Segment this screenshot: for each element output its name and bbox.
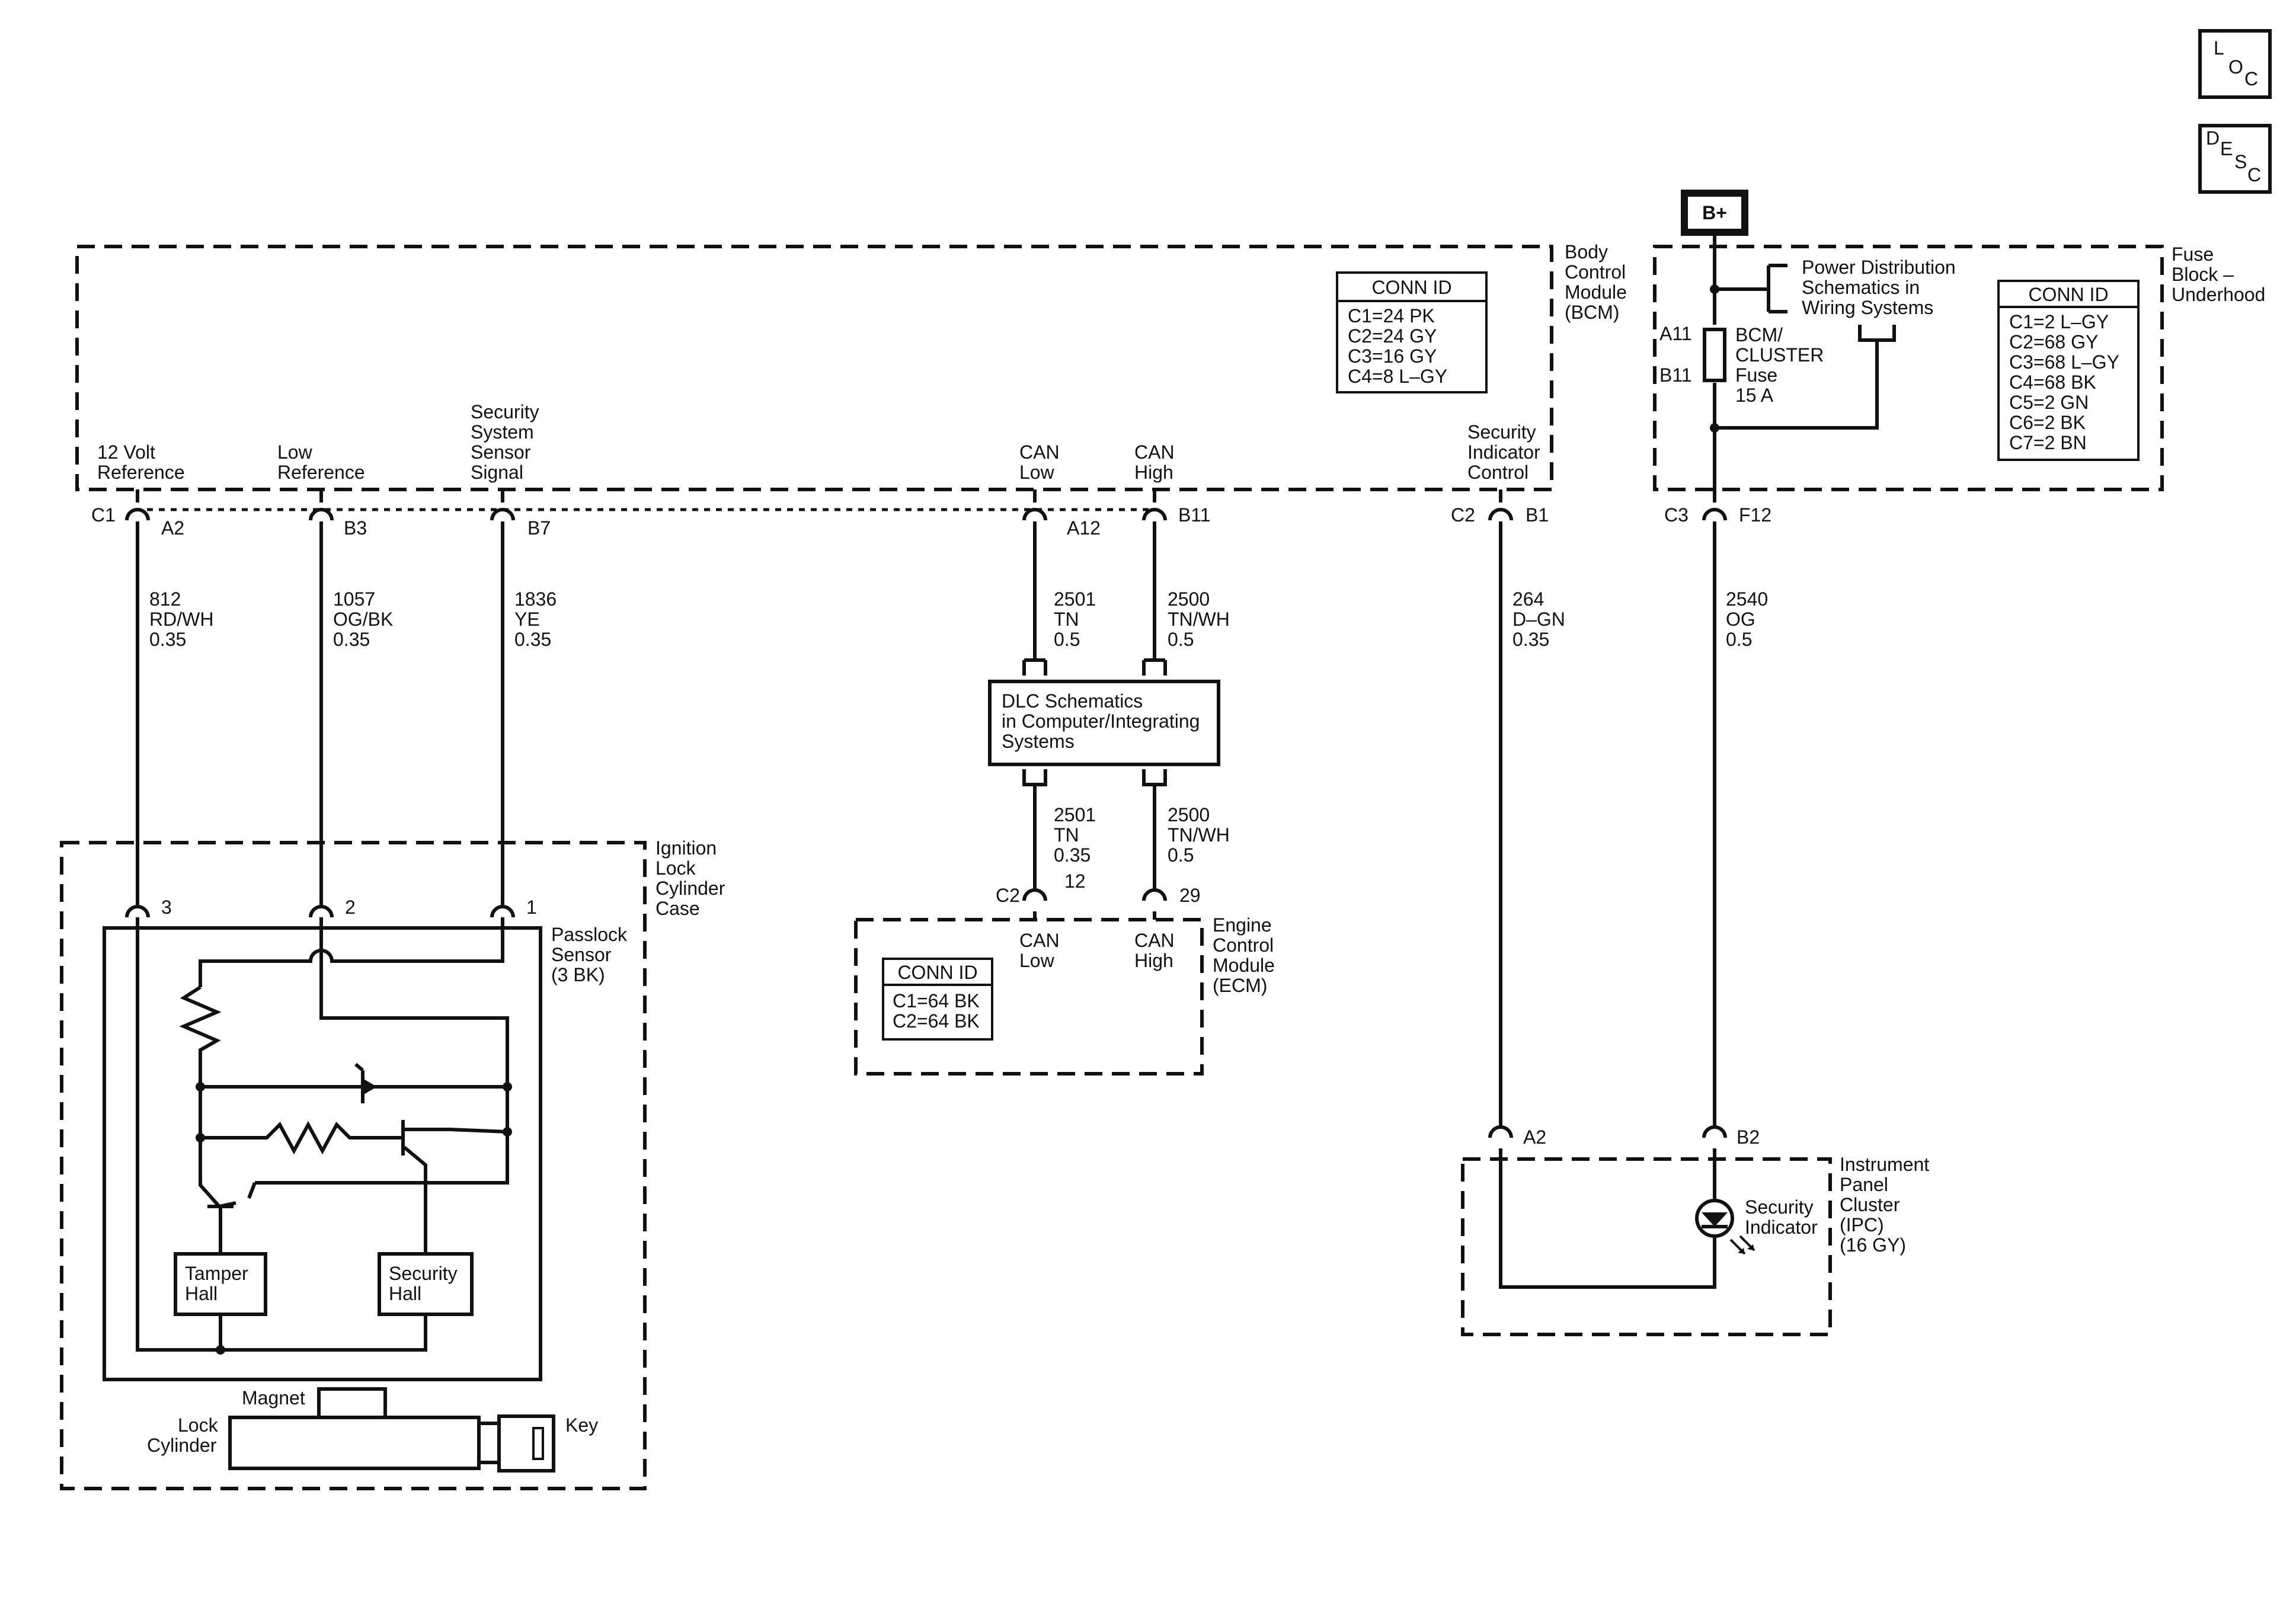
- bcm-cluster-fuse-icon: [1703, 328, 1726, 382]
- bcm-title: Body Control Module (BCM): [1565, 241, 1632, 323]
- bcm-signal-can-low: CAN Low: [1019, 441, 1064, 483]
- bcm-signal-can-high: CAN High: [1134, 441, 1179, 483]
- ipc-title: Instrument Panel Cluster (IPC) (16 GY): [1840, 1154, 1934, 1256]
- fuse-pin-a11: A11: [1659, 323, 1692, 344]
- svg-text:C1=2 L–GY: C1=2 L–GY: [2009, 311, 2109, 332]
- svg-text:C3=68 L–GY: C3=68 L–GY: [2009, 351, 2119, 373]
- ignition-title: Ignition Lock Cylinder Case: [655, 837, 730, 919]
- desc-letter-c: C: [2247, 164, 2261, 185]
- ipc-module: A2 B2 Security Indicator Instrument Pane…: [1461, 1125, 1934, 1336]
- security-hall-sensor: Security Hall: [378, 1252, 474, 1316]
- svg-text:C1=64 BK: C1=64 BK: [893, 990, 980, 1012]
- bcm-signal-security-sensor: Security System Sensor Signal: [471, 401, 544, 483]
- connector-c1: C1: [91, 504, 116, 526]
- svg-text:CONN ID: CONN ID: [1371, 277, 1451, 298]
- bcm-signal-12v-reference: 12 Volt Reference: [97, 441, 185, 483]
- svg-text:Security Hall: Security Hall: [389, 1263, 462, 1304]
- magnet-label: Magnet: [242, 1387, 305, 1409]
- ecm-module: C2 12 29 Engine Control Module (ECM) CAN…: [854, 870, 1280, 1076]
- ecm-connector-c2: C2: [996, 885, 1020, 906]
- loc-letter-o: O: [2228, 56, 2243, 78]
- svg-text:CONN ID: CONN ID: [2028, 284, 2108, 305]
- ecm-can-high: CAN High: [1134, 930, 1179, 971]
- wires: [136, 521, 1716, 1127]
- desc-letter-s: S: [2234, 151, 2247, 172]
- bcm-connector-pins: [125, 489, 1727, 521]
- svg-text:CONN ID: CONN ID: [897, 962, 977, 983]
- ignition-pin-2: 2: [345, 897, 356, 918]
- magnet-icon: [317, 1387, 387, 1419]
- bcm-signal-low-reference: Low Reference: [277, 441, 365, 483]
- desc-button[interactable]: D E S C: [2198, 124, 2272, 194]
- security-indicator-led-icon: [1695, 1199, 1755, 1255]
- loc-button[interactable]: L O C: [2198, 29, 2272, 99]
- security-indicator-label: Security Indicator: [1745, 1196, 1818, 1238]
- key-icon: [497, 1414, 555, 1473]
- svg-text:C1=24 PK: C1=24 PK: [1348, 305, 1435, 327]
- key-label: Key: [565, 1414, 598, 1436]
- svg-text:C4=68 BK: C4=68 BK: [2009, 372, 2096, 393]
- dlc-schematics-link[interactable]: DLC Schematics in Computer/Integrating S…: [988, 680, 1220, 766]
- svg-text:C2=24 GY: C2=24 GY: [1348, 325, 1437, 347]
- ecm-can-low: CAN Low: [1019, 930, 1064, 971]
- svg-text:Tamper Hall: Tamper Hall: [185, 1263, 254, 1304]
- loc-letter-c: C: [2244, 68, 2258, 89]
- passlock-sensor-label: Passlock Sensor (3 BK): [551, 924, 632, 985]
- fuse-block-conn-id-table: CONN ID C1=2 L–GY C2=68 GY C3=68 L–GY C4…: [1997, 280, 2140, 461]
- fuse-label: BCM/ CLUSTER Fuse 15 A: [1735, 324, 1829, 406]
- desc-letter-d: D: [2206, 127, 2220, 149]
- bcm-module: Body Control Module (BCM) CONN ID C1=24 …: [75, 241, 1632, 491]
- pin-a2: A2: [161, 517, 184, 539]
- svg-text:C7=2 BN: C7=2 BN: [2009, 432, 2087, 453]
- svg-text:C2=64 BK: C2=64 BK: [893, 1010, 980, 1032]
- svg-text:C4=8 L–GY: C4=8 L–GY: [1348, 366, 1447, 387]
- tamper-hall-sensor: Tamper Hall: [174, 1252, 267, 1316]
- ecm-pin-12: 12: [1064, 870, 1086, 892]
- ecm-conn-id-table: CONN ID C1=64 BK C2=64 BK: [882, 958, 993, 1041]
- svg-text:C6=2 BK: C6=2 BK: [2009, 412, 2086, 433]
- fuse-block-module: Fuse Block – Underhood CONN ID C1=2 L–GY…: [1653, 232, 2265, 495]
- pin-f12: F12: [1739, 504, 1771, 526]
- ecm-title: Engine Control Module (ECM): [1213, 914, 1280, 996]
- fuse-pin-b11: B11: [1659, 364, 1692, 386]
- pin-b7: B7: [527, 517, 551, 539]
- pin-b11: B11: [1178, 504, 1211, 526]
- battery-label: B+: [1702, 202, 1727, 223]
- ignition-pin-1: 1: [526, 897, 537, 918]
- lock-cylinder-label: Lock Cylinder: [147, 1414, 223, 1456]
- svg-text:DLC Schematics in Comput: DLC Schematics in Computer/Integrating S…: [1002, 690, 1205, 752]
- connector-c3: C3: [1664, 504, 1689, 526]
- loc-letter-l: L: [2214, 37, 2224, 59]
- desc-letter-e: E: [2220, 138, 2233, 159]
- bcm-signal-security-indicator: Security Indicator Control: [1467, 421, 1546, 483]
- power-distribution-link[interactable]: Power Distribution Schematics in Wiring …: [1802, 257, 1961, 318]
- ecm-pin-29: 29: [1179, 885, 1201, 906]
- pin-b1: B1: [1526, 504, 1549, 526]
- svg-text:C3=16 GY: C3=16 GY: [1348, 345, 1437, 367]
- connector-c2: C2: [1451, 504, 1475, 526]
- svg-text:C2=68 GY: C2=68 GY: [2009, 331, 2098, 353]
- battery-positive-symbol: B+: [1681, 190, 1748, 236]
- pin-a12: A12: [1067, 517, 1101, 539]
- fuse-block-title: Fuse Block – Underhood: [2172, 244, 2265, 305]
- ignition-lock-cylinder-case: Ignition Lock Cylinder Case 3 2 1 Passlo…: [60, 837, 730, 1490]
- lock-cylinder: Magnet Lock Cylinder Key: [147, 1387, 598, 1473]
- svg-text:C5=2 GN: C5=2 GN: [2009, 392, 2089, 413]
- ipc-pin-a2: A2: [1523, 1126, 1546, 1148]
- bcm-conn-id-table: CONN ID C1=24 PK C2=24 GY C3=16 GY C4=8 …: [1336, 271, 1488, 393]
- ignition-pin-3: 3: [161, 897, 172, 918]
- ipc-pin-b2: B2: [1737, 1126, 1760, 1148]
- pin-b3: B3: [344, 517, 367, 539]
